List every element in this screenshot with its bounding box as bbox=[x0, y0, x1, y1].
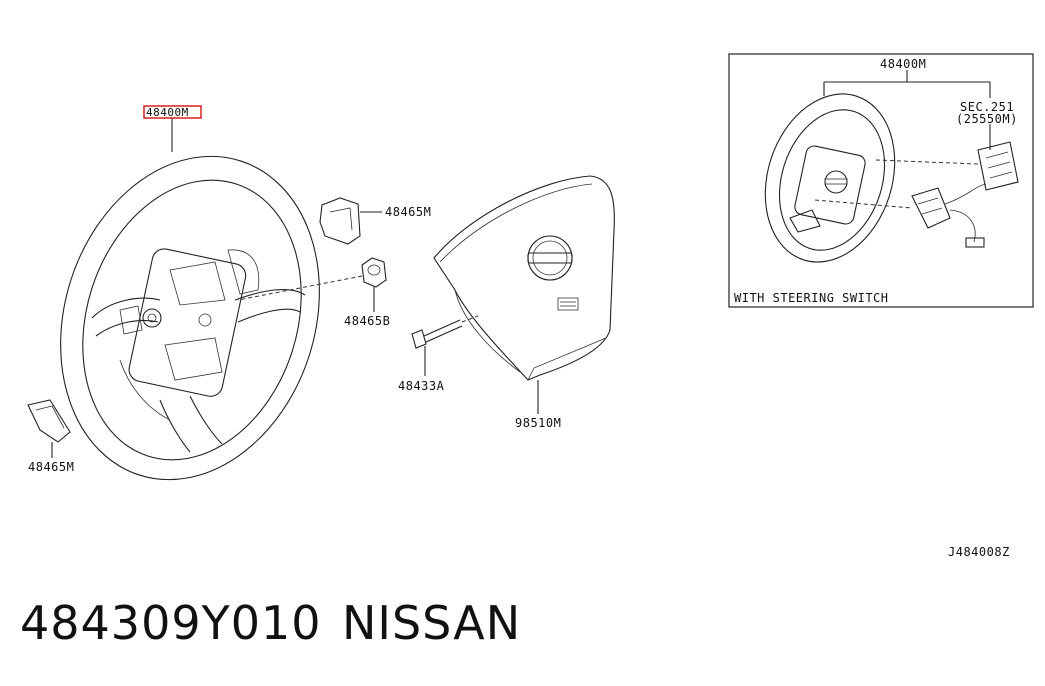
label-nut: 48465B bbox=[344, 314, 390, 328]
label-inset-caption: WITH STEERING SWITCH bbox=[734, 291, 889, 305]
nut-drawing bbox=[237, 257, 387, 312]
steering-switch-inset bbox=[728, 53, 1034, 308]
steering-wheel-drawing bbox=[60, 118, 320, 481]
bolt-drawing bbox=[411, 315, 479, 376]
label-airbag: 98510M bbox=[515, 416, 561, 430]
part-number: 484309Y010 bbox=[20, 596, 322, 650]
cover-left-drawing bbox=[27, 399, 71, 458]
cover-top-drawing bbox=[319, 197, 382, 245]
label-cover-left: 48465M bbox=[28, 460, 74, 474]
label-cover-top: 48465M bbox=[385, 205, 431, 219]
label-inset-sec-code: (25550M) bbox=[956, 112, 1018, 126]
highlight-box bbox=[143, 105, 202, 119]
label-inset-wheel: 48400M bbox=[880, 57, 926, 71]
airbag-module-drawing bbox=[433, 175, 615, 414]
label-wheel-main: 48400M bbox=[146, 106, 189, 119]
label-inset-sec: SEC.251 bbox=[960, 100, 1014, 114]
label-bolt: 48433A bbox=[398, 379, 445, 393]
brand-name: NISSAN bbox=[342, 596, 522, 650]
label-diagram-code: J484008Z bbox=[948, 545, 1010, 559]
